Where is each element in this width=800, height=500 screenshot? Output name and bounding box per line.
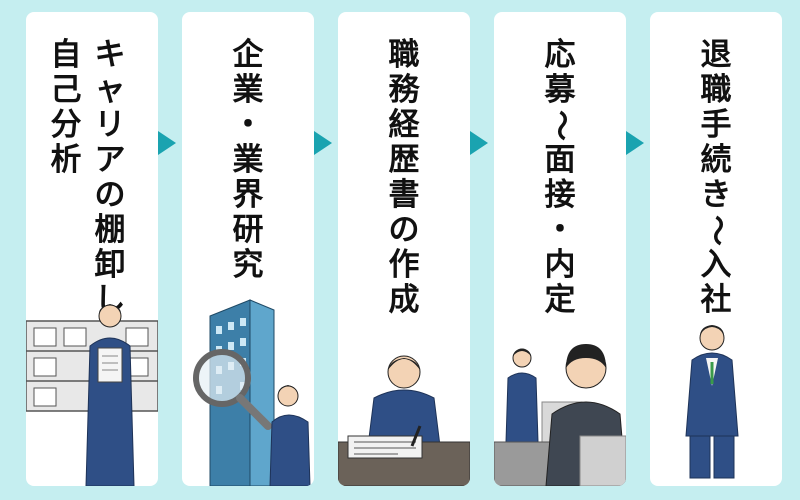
glyph: 己 [50, 72, 82, 108]
glyph: 務 [388, 72, 420, 108]
glyph: 続 [700, 142, 732, 178]
glyph: 応 [544, 37, 576, 73]
glyph: 企 [232, 37, 264, 73]
glyph: 析 [50, 142, 82, 178]
glyph: 内 [544, 247, 576, 283]
arrow-2-3 [314, 131, 332, 155]
glyph: 作 [388, 247, 420, 283]
step-1-line-1: キャリアの棚卸し [92, 38, 128, 318]
step-1-line-2: 自己分析 [48, 38, 84, 178]
glyph: 接 [544, 177, 576, 213]
resume-writing-illustration [338, 355, 470, 486]
step-card-2: 企業・業界研究 [182, 12, 314, 486]
glyph: ～ [698, 215, 735, 246]
glyph: 歴 [388, 142, 420, 178]
glyph: 棚 [94, 212, 126, 248]
step-4-line-1: 応募～面接・内定 [542, 37, 579, 318]
glyph: ・ [544, 212, 576, 248]
company-research-illustration [193, 299, 311, 486]
glyph: 手 [700, 107, 732, 143]
glyph: 研 [232, 212, 264, 248]
step-3-line-1: 職務経歴書の作成 [386, 38, 422, 318]
glyph: ア [94, 142, 126, 178]
arrow-1-2 [158, 131, 176, 155]
glyph: 面 [544, 142, 576, 178]
self-analysis-illustration [26, 304, 158, 486]
step-card-1: キャリアの棚卸し 自己分析 [26, 12, 158, 486]
glyph: き [700, 177, 732, 213]
arrow-3-4 [470, 131, 488, 155]
step-card-4: 応募～面接・内定 [494, 12, 626, 486]
step-5-line-1: 退職手続き～入社 [698, 37, 735, 318]
glyph: 書 [388, 177, 420, 213]
glyph: 界 [232, 177, 264, 213]
glyph: キ [94, 37, 126, 73]
glyph: 社 [700, 282, 732, 318]
glyph: 究 [232, 247, 264, 283]
glyph: 入 [700, 247, 732, 283]
step-card-5: 退職手続き～入社 [650, 12, 782, 486]
glyph: 経 [388, 107, 420, 143]
glyph: 職 [388, 37, 420, 73]
glyph: の [388, 212, 420, 248]
glyph: ～ [542, 110, 579, 141]
glyph: 成 [388, 282, 420, 318]
glyph: 分 [50, 107, 82, 143]
step-2-line-1: 企業・業界研究 [230, 38, 266, 283]
interview-illustration [494, 344, 626, 486]
glyph: 業 [232, 72, 264, 108]
arrow-4-5 [626, 131, 644, 155]
step-card-3: 職務経歴書の作成 [338, 12, 470, 486]
glyph: の [94, 177, 126, 213]
glyph: 退 [700, 37, 732, 73]
glyph: 職 [700, 72, 732, 108]
glyph: 定 [544, 282, 576, 318]
glyph: ャ [94, 72, 126, 108]
glyph: 卸 [94, 247, 126, 283]
resignation-illustration [685, 325, 739, 479]
glyph: 募 [544, 72, 576, 108]
glyph: 業 [232, 142, 264, 178]
glyph: ・ [232, 107, 264, 143]
glyph: リ [94, 107, 126, 143]
glyph: 自 [50, 37, 82, 73]
